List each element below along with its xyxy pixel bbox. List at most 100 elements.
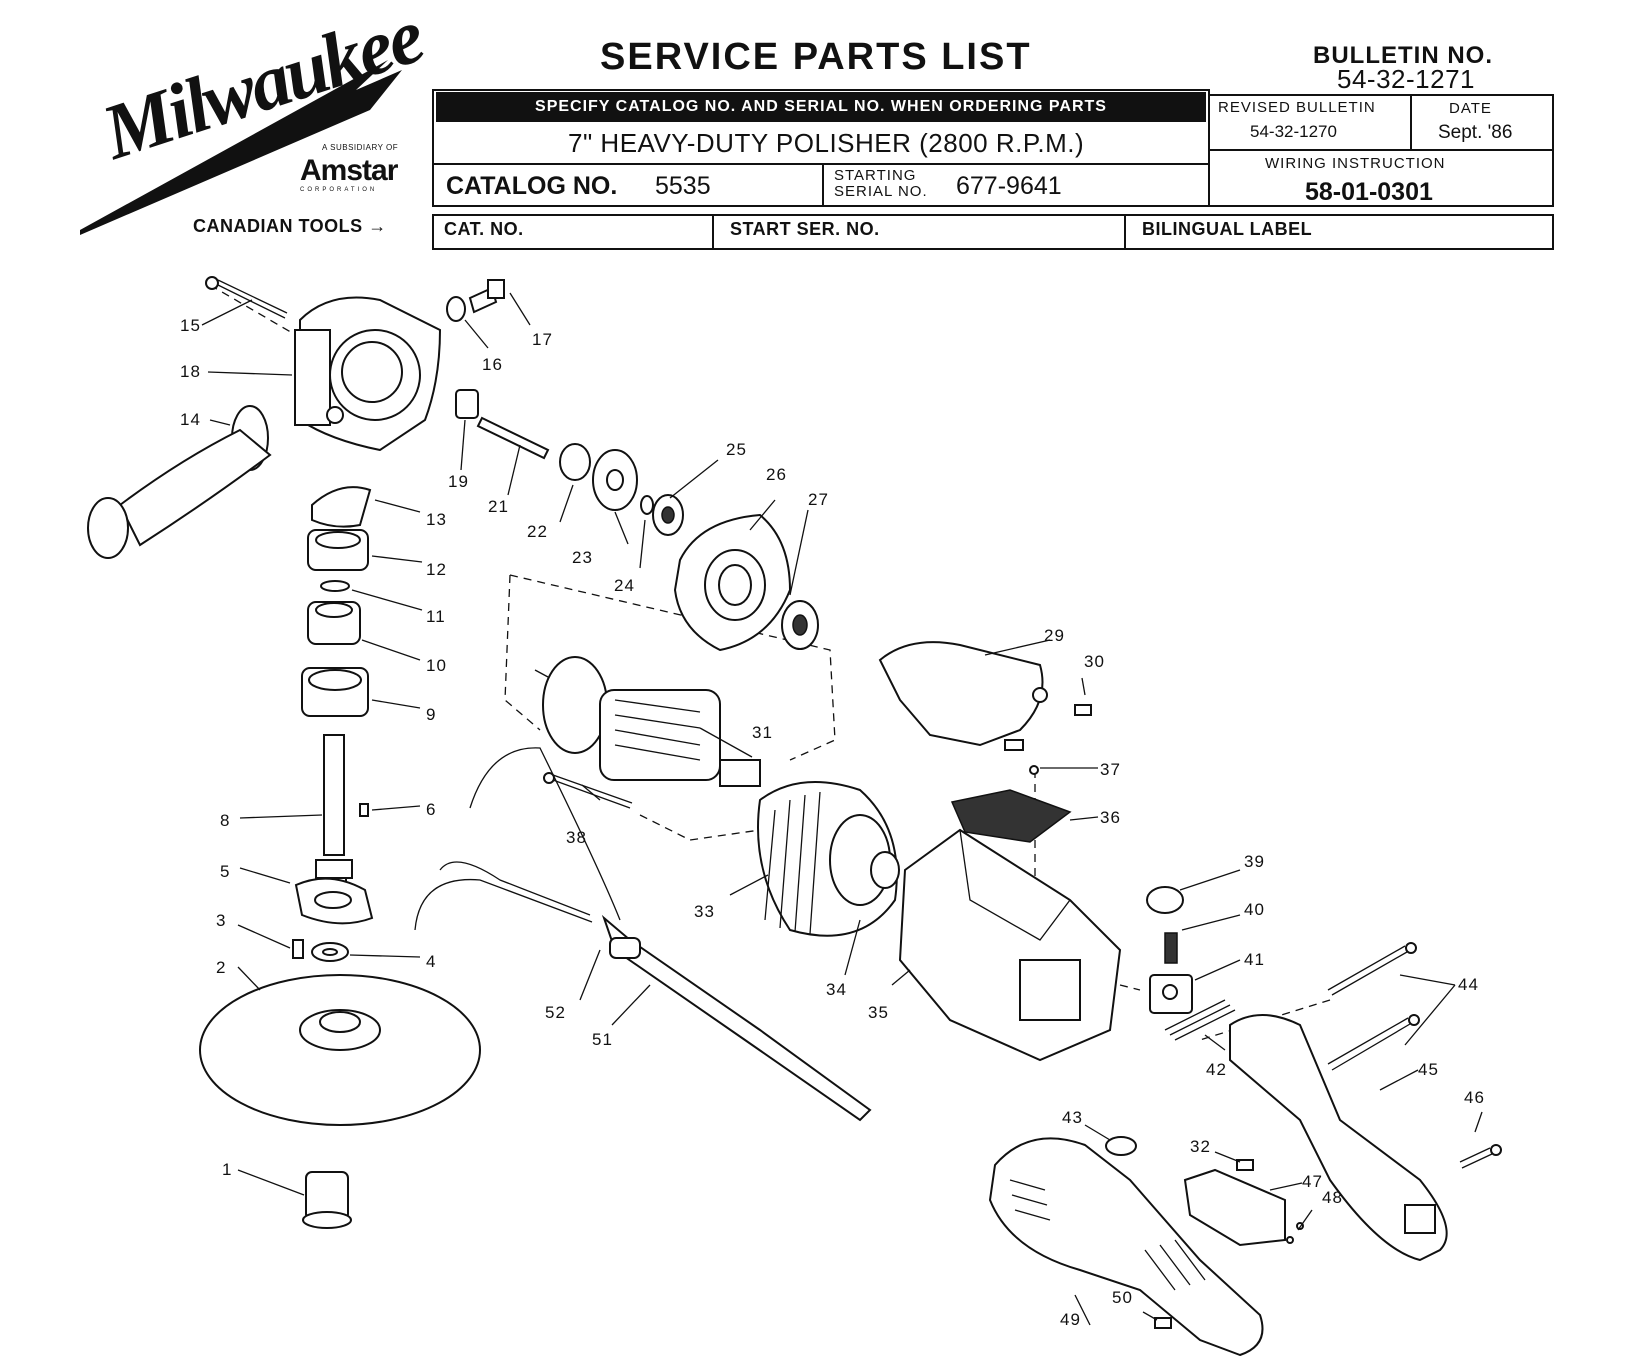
callout-18: 18 <box>180 362 201 381</box>
callout-25: 25 <box>726 440 747 459</box>
callout-43: 43 <box>1062 1108 1083 1127</box>
part-50-screw <box>1154 1317 1172 1329</box>
part-13-bevel-gear <box>311 486 372 528</box>
callout-48: 48 <box>1322 1188 1343 1207</box>
part-46-screw <box>1459 1144 1502 1169</box>
part-35-motor-housing <box>898 828 1122 1062</box>
date-label: DATE <box>1449 100 1492 117</box>
callout-8: 8 <box>220 811 231 830</box>
canadian-row-frame <box>432 214 1554 250</box>
callout-27: 27 <box>808 490 829 509</box>
callout-2: 2 <box>216 958 227 977</box>
part-25-bearing <box>652 494 684 536</box>
callout-45: 45 <box>1418 1060 1439 1079</box>
part-22-pinion <box>559 443 591 481</box>
part-40-brush <box>1164 932 1178 964</box>
bulletin-label: BULLETIN NO. <box>1313 42 1493 69</box>
revised-bulletin-number: 54-32-1270 <box>1250 122 1337 141</box>
part-42-spring <box>1164 999 1236 1041</box>
callout-31: 31 <box>752 723 773 742</box>
callout-46: 46 <box>1464 1088 1485 1107</box>
callout-34: 34 <box>826 980 847 999</box>
callout-12: 12 <box>426 560 447 579</box>
part-43-plug <box>1105 1136 1137 1156</box>
canadian-start-ser: START SER. NO. <box>730 219 880 239</box>
part-26-bearing-plate <box>673 513 792 652</box>
callout-6: 6 <box>426 800 437 819</box>
callout-51: 51 <box>592 1030 613 1049</box>
callout-9: 9 <box>426 705 437 724</box>
callout-13: 13 <box>426 510 447 529</box>
canadian-tools-label: CANADIAN TOOLS → <box>193 216 387 237</box>
arrow-right-icon: → <box>368 216 387 236</box>
starting-serial-label: SERIAL NO. <box>834 183 928 200</box>
revised-bulletin-label: REVISED BULLETIN <box>1218 99 1376 116</box>
callout-35: 35 <box>868 1003 889 1022</box>
part-1-nut <box>302 1171 352 1229</box>
callout-50: 50 <box>1112 1288 1133 1307</box>
starting-serial-number: 677-9641 <box>956 172 1062 200</box>
part-21-pin <box>476 416 550 460</box>
callout-47: 47 <box>1302 1172 1323 1191</box>
subsidiary-text: A SUBSIDIARY OF <box>322 143 399 152</box>
callout-14: 14 <box>180 410 201 429</box>
product-name: 7" HEAVY-DUTY POLISHER (2800 R.P.M.) <box>568 128 1085 158</box>
ordering-instruction-bar: SPECIFY CATALOG NO. AND SERIAL NO. WHEN … <box>436 92 1206 122</box>
assembly-line <box>639 814 761 841</box>
part-18-gear-case <box>294 296 442 452</box>
part-30-screw-b <box>1004 739 1024 751</box>
bulletin-number: 54-32-1271 <box>1337 64 1475 94</box>
callout-40: 40 <box>1244 900 1265 919</box>
callout-22: 22 <box>527 522 548 541</box>
part-34-baffle <box>870 851 900 889</box>
date-value: Sept. '86 <box>1438 122 1513 143</box>
callout-29: 29 <box>1044 626 1065 645</box>
part-41-brush-holder <box>1149 974 1193 1014</box>
part-14-side-handle <box>87 405 272 559</box>
wiring-instruction-label: WIRING INSTRUCTION <box>1265 155 1446 172</box>
part-17-fitting <box>468 279 505 314</box>
part-27-bearing <box>781 600 819 650</box>
part-31-armature <box>534 656 761 787</box>
callout-10: 10 <box>426 656 447 675</box>
part-9-bearing <box>301 667 369 717</box>
page-title: SERVICE PARTS LIST <box>600 36 1032 78</box>
callout-32: 32 <box>1190 1137 1211 1156</box>
callout-4: 4 <box>426 952 437 971</box>
part-32-screw <box>1236 1159 1254 1171</box>
part-2-backing-pad <box>199 974 481 1126</box>
callout-5: 5 <box>220 862 231 881</box>
parent-logo: Amstar <box>300 154 398 187</box>
part-39-brush-cap <box>1146 886 1184 914</box>
callout-41: 41 <box>1244 950 1265 969</box>
part-44-screw-b <box>1327 1014 1420 1071</box>
assembly-line <box>1119 984 1141 991</box>
callout-30: 30 <box>1084 652 1105 671</box>
catalog-number: 5535 <box>655 172 711 200</box>
canadian-row-divider <box>712 214 714 250</box>
part-4-washer <box>311 942 349 962</box>
part-30-screw <box>1074 704 1092 716</box>
assembly-line <box>504 574 541 731</box>
callout-38: 38 <box>566 828 587 847</box>
callout-15: 15 <box>180 316 201 335</box>
callout-21: 21 <box>488 497 509 516</box>
canadian-bilingual-label: BILINGUAL LABEL <box>1142 219 1313 239</box>
part-47-switch <box>1183 1168 1286 1247</box>
canadian-cat-no: CAT. NO. <box>444 219 524 239</box>
canadian-tools-text: CANADIAN TOOLS <box>193 216 363 236</box>
part-23-gear <box>592 449 638 511</box>
assembly-line <box>1199 999 1331 1041</box>
callout-11: 11 <box>426 607 446 626</box>
info-table-divider <box>822 163 824 207</box>
part-19-sleeve <box>455 389 479 419</box>
part-51-cord <box>414 747 872 1122</box>
callout-16: 16 <box>482 355 503 374</box>
starting-serial-label: STARTING <box>834 167 917 184</box>
wiring-instruction-number: 58-01-0301 <box>1305 178 1433 206</box>
callout-44: 44 <box>1458 975 1479 994</box>
part-52-cord-protector <box>609 937 641 959</box>
part-29-handle-cover <box>878 641 1048 747</box>
